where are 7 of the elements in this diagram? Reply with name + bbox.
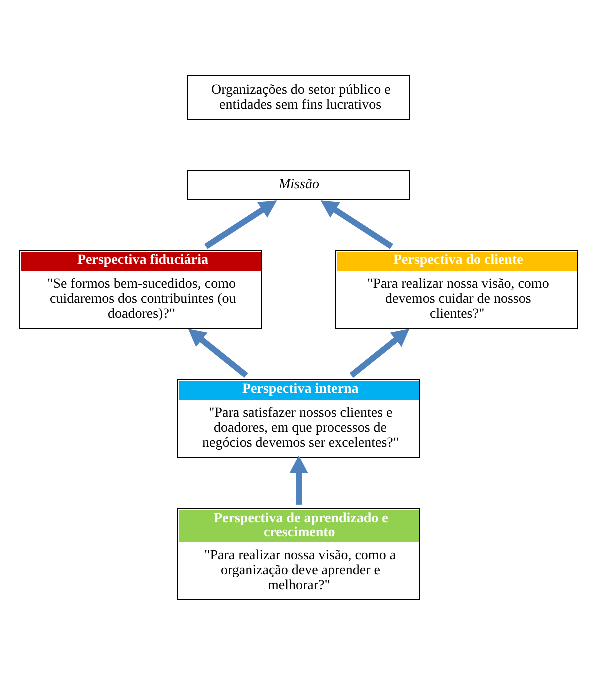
arrow	[350, 328, 410, 378]
arrow	[320, 200, 394, 249]
node-box: Organizações do setor público e entidades sem fins lucrativos	[188, 75, 410, 120]
node-box: Missão	[188, 170, 410, 200]
arrow	[290, 455, 308, 504]
arrow	[188, 328, 248, 378]
arrow	[204, 200, 278, 249]
